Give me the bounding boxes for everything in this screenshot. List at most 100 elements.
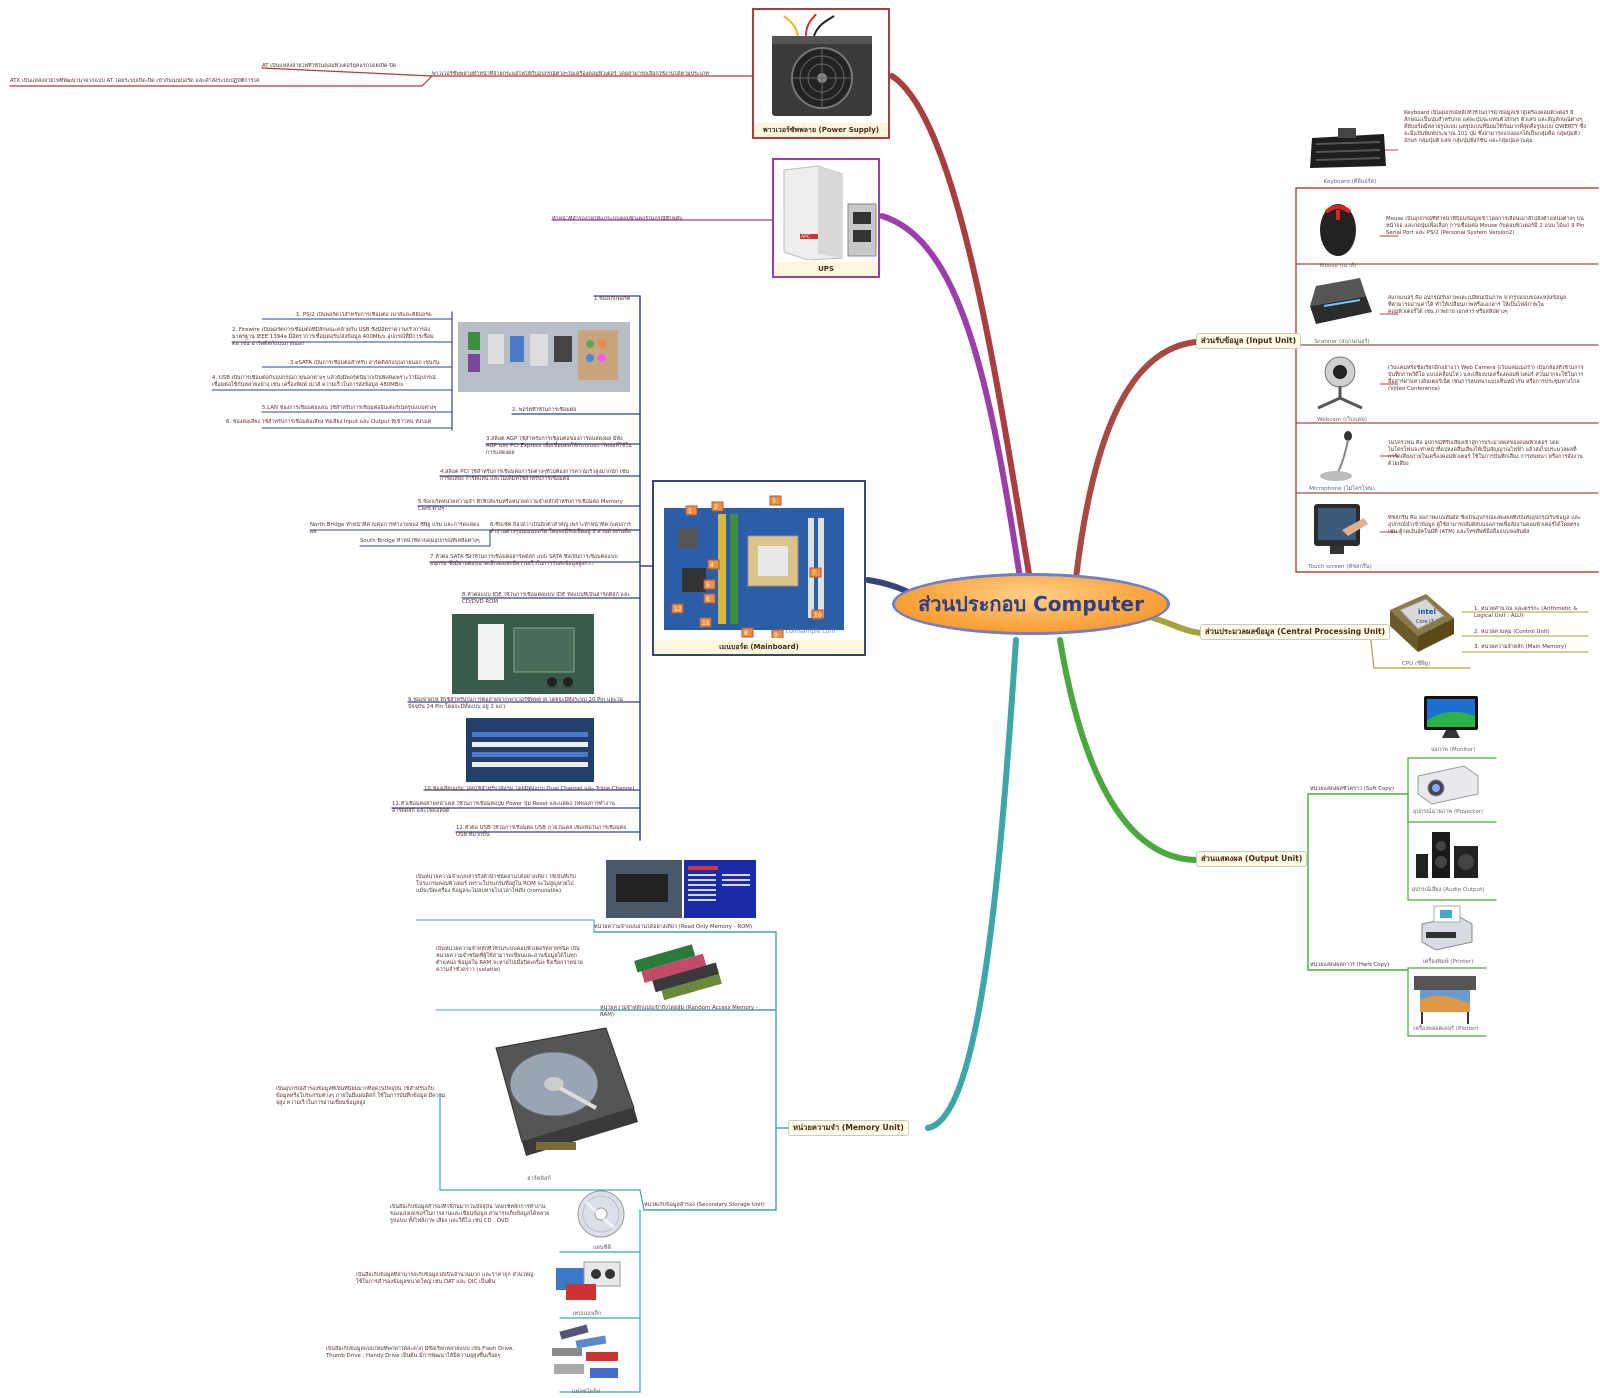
output-unit-topic[interactable]: ส่วนแสดงผล (Output Unit) [1196, 851, 1308, 867]
ups-node[interactable]: APC UPS [772, 158, 880, 278]
mainboard-marker-1: 1 [685, 505, 698, 516]
input-microphone-desc: ไมโครโฟน คือ อุปกรณ์ที่รับเสียงเข้าสู่กา… [1388, 440, 1583, 467]
port-ps2: 1. PS/2 เป็นพอร์ตไว้สำหรับการเชื่อมต่อ เ… [296, 312, 432, 318]
tape-image [556, 1261, 621, 1300]
input-mouse-desc: Mouse เป็นอุปกรณ์ที่ทำหน้าที่ป้อนข้อมูลเ… [1386, 216, 1585, 236]
svg-text:3: 3 [772, 498, 776, 505]
input-scanner-name: Scanner (สแกนเนอร์) [1314, 339, 1370, 345]
secondary-cd-name: แผ่นซีดี [592, 1245, 612, 1251]
ram-image [634, 944, 722, 1000]
printer-image [1421, 905, 1473, 951]
mainboard-marker-4: 4 [707, 559, 720, 570]
mainboard-marker-6: 6 [703, 593, 716, 604]
output-hard-copy: หน่วยแสดงผลถาวร (Hard Copy) [1310, 962, 1390, 968]
port-esata: 3.eSATA เป็นการเชื่อมต่อสำหรับ ฮาร์ดดิสก… [290, 360, 440, 366]
leaf-power-atx [9, 75, 433, 87]
rom-desc-line [415, 919, 595, 933]
memory-unit-topic[interactable]: หน่วยความจำ (Memory Unit) [788, 1120, 909, 1136]
input-webcam-name: Webcam (เว็บแคม) [1317, 417, 1367, 423]
mainboard-marker-2: 2 [711, 501, 724, 512]
mainboard-marker-12: 12 [671, 603, 684, 614]
speaker-image [1416, 832, 1478, 878]
mem-secondary [643, 1127, 777, 1211]
cpu-chip-brand: intel [1418, 608, 1436, 616]
slot-chipset: 6.ชิปเซ็ต ถือได้ว่าเป็นอีกตัวสำคัญ เพราะ… [490, 522, 631, 535]
port-usb: 4. USB เป็นการเชื่อมต่อกับอุปกรณ์ภายนอกต… [212, 375, 436, 388]
svg-text:4: 4 [710, 562, 714, 569]
cpu-line [1369, 632, 1471, 669]
input-touchscreen-desc: ทัชสกรีน คือ จอภาพแบบสัมผัส ซึ่งเป็นอุปก… [1388, 515, 1581, 535]
port-lan: 5.LAN ช่องการเชื่อมต่อแลน ใช้สำหรับการเช… [262, 405, 437, 411]
input-touchscreen-name: Touch screen (ทัชสกรีน) [1308, 564, 1372, 570]
slot-socket: 5.ซ็อกเก็ตหน่วยความจำ ที่ใช้ใส่แรมหรือหน… [418, 499, 623, 512]
svg-text:8: 8 [744, 630, 748, 637]
secondary-hdd-name: ฮาร์ดดิสก์ [527, 1176, 551, 1182]
power-supply-node[interactable]: พาวเวอร์ซัพพลาย (Power Supply) [752, 8, 890, 139]
cd-image [577, 1190, 625, 1238]
cpu-part-control: 2. หน่วยควบคุม (Control Unit) [1474, 629, 1550, 635]
ups-brand: APC [801, 234, 810, 240]
power-supply-at: AT เป็นแหล่งจ่ายไฟที่ใช้ในคอมพิวเตอร์ยุค… [262, 63, 397, 69]
output-plotter-name: เครื่องพลอตเตอร์ (Plotter) [1413, 1026, 1479, 1032]
port-firewire: 2. Firewire เป็นพอร์ตการเชื่อมต่อที่มีลั… [232, 327, 434, 347]
svg-text:1: 1 [688, 508, 692, 515]
svg-text:12: 12 [674, 606, 682, 613]
power-supply-desc: พาวเวอร์ซัพพลายทำหน้าที่จ่ายกระแสไฟให้กั… [432, 71, 709, 77]
out-h0 [1407, 967, 1487, 971]
ram-slot-image [466, 718, 594, 782]
svg-text:9: 9 [774, 632, 778, 638]
port-audio: 6. ช่องต่อเสียง ใช้สำหรับการเชื่อมต่อเสี… [226, 419, 432, 425]
branch-output [1057, 637, 1199, 863]
input-bottom [1295, 341, 1599, 573]
branch-ups [879, 213, 1023, 581]
svg-text:2: 2 [714, 504, 718, 511]
input-unit-topic[interactable]: ส่วนรับข้อมูล (Input Unit) [1196, 333, 1302, 349]
branch-memory [925, 637, 1019, 1131]
touchscreen-image [1314, 504, 1368, 554]
power-supply-caption: พาวเวอร์ซัพพลาย (Power Supply) [754, 123, 888, 137]
mainboard-marker-5: 5 [703, 579, 716, 590]
secondary-tape-name: เทปแม่เหล็ก [572, 1311, 602, 1317]
central-topic[interactable]: ส่วนประกอบ Computer [892, 573, 1170, 635]
cpu-part-alu: 1. หน่วยคำนวณ และตรรกะ (Arithmetic & Log… [1474, 606, 1578, 619]
leaf-power-at [261, 67, 433, 77]
scanner-image [1310, 278, 1372, 324]
slot-ide: 8.หัวต่อแบบ IDE ใช้ในการเชื่อมต่อแบบ IDE… [462, 592, 631, 605]
flash-drive-image [552, 1324, 618, 1378]
output-unit-label: ส่วนแสดงผล (Output Unit) [1201, 854, 1303, 863]
secondary-flash-desc: เป็นสื่อเก็บข้อมูลแบบใหม่ที่พกพาได้สะดวก… [326, 1346, 515, 1359]
mainboard-caption: เมนบอร์ด (Mainboard) [654, 640, 864, 654]
ups-caption: UPS [774, 262, 878, 276]
mem-sec-spine [559, 1209, 641, 1393]
power-supply-image [772, 14, 872, 116]
input-top [1295, 187, 1599, 343]
mainboard-marker-9: 9 [771, 629, 784, 638]
svg-text:11: 11 [702, 620, 710, 627]
slot-usb-header: 12.หัวต่อ USB ใช้ในการเชื่อมต่อ USB ภายใ… [456, 825, 627, 838]
hard-disk-image [495, 1027, 638, 1156]
ports-image [458, 322, 630, 392]
svg-text:7: 7 [812, 570, 816, 577]
ram-label: หน่วยความจำหลักแบบเข้าถึงโดยสุ่ม (Random… [600, 1005, 758, 1018]
input-mouse-name: Mouse (เมาส์) [1319, 263, 1357, 269]
plotter-image [1414, 976, 1476, 1024]
power-connector-image [452, 614, 594, 694]
cpu-topic[interactable]: ส่วนประมวลผลข้อมูล (Central Processing U… [1200, 624, 1391, 640]
power-supply-atx: ATX เป็นแหล่งจ่ายไฟที่พัฒนามาจากแบบ AT โ… [10, 78, 260, 84]
ports-title: 1.ช่องเก็บพอร์ต [594, 296, 631, 302]
microphone-image [1320, 431, 1352, 481]
input-scanner-desc: สแกนเนอร์ คือ อุปกรณ์รับภาพและเปลี่ยนเป็… [1388, 295, 1567, 315]
output-projector-name: อุปกรณ์ฉายภาพ (Projector) [1412, 809, 1484, 815]
branch-cpu [1143, 613, 1203, 636]
mainboard-watermark: © comsample.com [778, 628, 835, 635]
mem-hdd [439, 1093, 645, 1211]
branch-input [1073, 339, 1199, 581]
rom-label: หน่วยความจำแบบอ่านได้อย่างเดียว (Read On… [594, 924, 753, 930]
input-webcam-desc: เว็บแคมหรือชื่อเรียกอีกอย่างว่า Web Came… [1388, 365, 1584, 392]
mainboard-marker-8: 8 [741, 627, 754, 638]
input-keyboard-name: Keyboard (คีย์บอร์ด) [1323, 179, 1377, 185]
out-s0 [1407, 757, 1497, 795]
